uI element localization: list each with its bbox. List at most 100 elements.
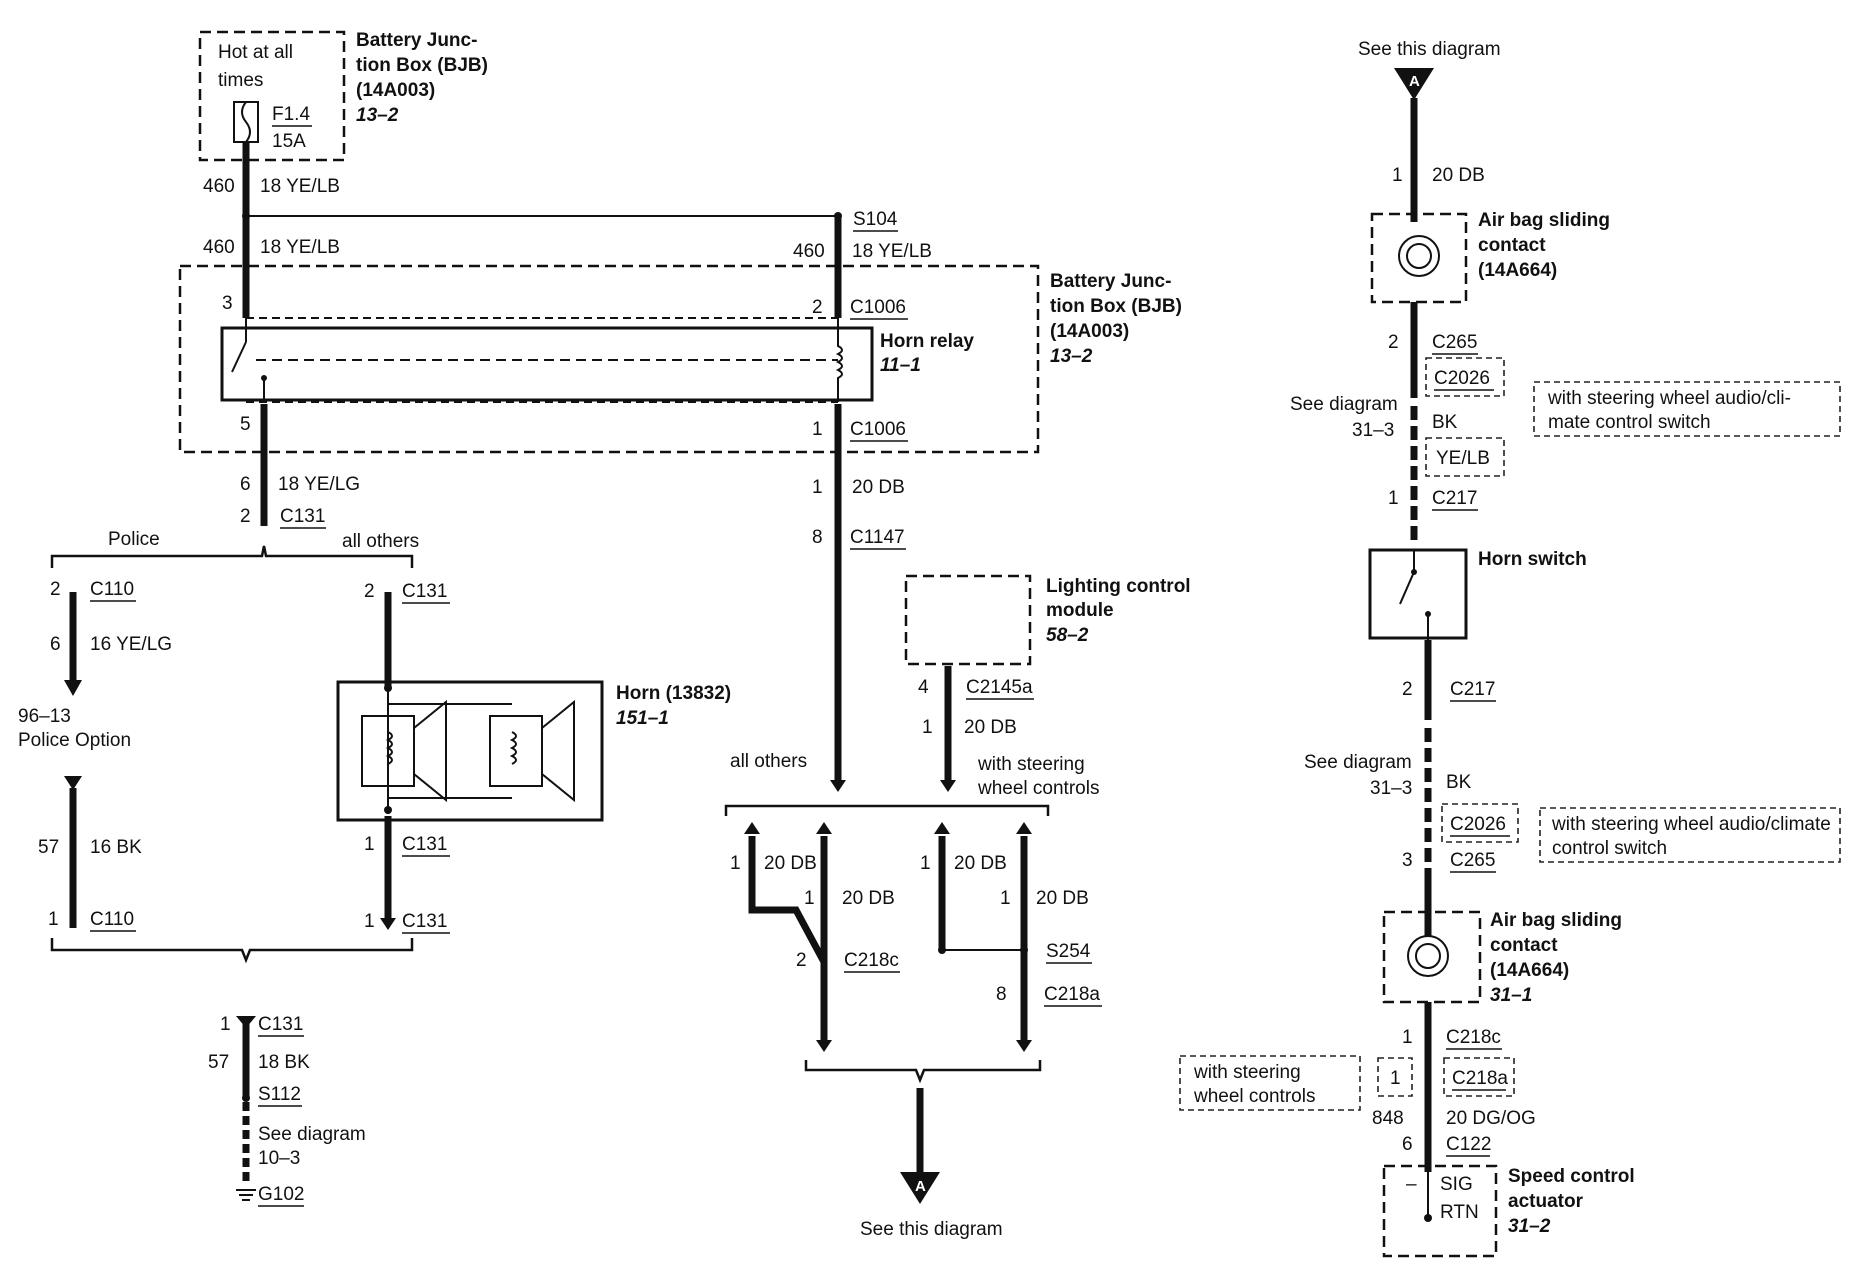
horn-ground: 1 C131 57 18 BK S112 See diagram 10–3 G1…: [208, 1014, 366, 1207]
rc-c122: C122: [1446, 1134, 1491, 1155]
rc-wire-dgog: 20 DG/OG: [1446, 1108, 1536, 1129]
note2-line2: control switch: [1552, 838, 1667, 859]
off-page-arrow-a-top-icon: [1394, 68, 1434, 100]
relay-control-conn: C1147: [850, 527, 905, 548]
horn-relay-box: [220, 326, 874, 402]
horn-output: 6 18 YE/LG 2 C131 Police all others: [50, 404, 419, 568]
horn-speaker-left-icon: [361, 699, 447, 803]
airbag2-title-1: Air bag sliding: [1490, 910, 1622, 931]
rc-pin2b: 2: [1402, 679, 1413, 700]
bjb-fuse-title-1: Battery Junc-: [356, 30, 477, 51]
relay-control-circuit: 1: [812, 477, 823, 498]
horn-conn-mid: C131: [402, 834, 447, 855]
rc-pin2: 2: [1388, 332, 1399, 353]
feed-wire-right-label: 18 YE/LB: [852, 241, 932, 262]
police-wire-gnd: 16 BK: [90, 837, 142, 858]
branch4-circuit: 1: [1000, 888, 1011, 909]
police-arrow-down-icon: [64, 680, 82, 696]
lower-merge-brace: [804, 1060, 1042, 1084]
lcm-pin: 4: [918, 677, 929, 698]
ground-circuit: 57: [208, 1052, 229, 1073]
horn-relay-name: Horn relay: [880, 331, 974, 352]
s112-splice-dot: [242, 1094, 250, 1102]
fuse-element-icon: [241, 101, 251, 143]
relay-control-others: all others: [730, 751, 807, 772]
speed-minus: –: [1406, 1174, 1417, 1195]
horn-pin-top: 2: [364, 581, 375, 602]
lcm-ref: 58–2: [1046, 625, 1089, 646]
speed-sig: SIG: [1440, 1174, 1473, 1195]
bjb-relay-block: 3 2 C1006 Horn relay 11–1 5 1 C1006 Batt…: [178, 264, 1182, 454]
speed-title-1: Speed control: [1508, 1166, 1635, 1187]
relay-switch-arm: [231, 341, 247, 373]
horn-switch-icon: [1399, 571, 1415, 605]
relay-pin1-conn: C1006: [850, 419, 906, 440]
bjb-fuse-block: Hot at all times F1.4 15A Battery Junc- …: [198, 30, 488, 162]
horn-speaker-right-icon: [489, 699, 575, 803]
bjb-fuse-part: (14A003): [356, 80, 435, 101]
ground-symbol-icon: [236, 1189, 256, 1201]
airbag1-title-2: contact: [1478, 235, 1546, 256]
police-conn-top: C110: [90, 579, 134, 600]
police-arrow-in-icon: [64, 776, 82, 790]
police-others-brace: [50, 545, 414, 568]
note3-line2: wheel controls: [1193, 1086, 1315, 1107]
branch2-circuit: 1: [804, 888, 815, 909]
rc-pin6: 6: [1402, 1134, 1413, 1155]
airbag-contact-1-icon: [1398, 235, 1440, 277]
feed-wire-top-label: 18 YE/LB: [260, 176, 340, 197]
off-page-arrow-a-icon: [900, 1172, 940, 1204]
ground-see-1: See diagram: [258, 1124, 366, 1145]
relay-pin2-conn: C1006: [850, 297, 906, 318]
bjb-fuse-title-2: tion Box (BJB): [356, 55, 488, 76]
police-pin-top: 2: [50, 579, 61, 600]
rc-c218a: C218a: [1452, 1068, 1508, 1089]
c218c-pin: 2: [796, 950, 807, 971]
rc-circuit-848: 848: [1372, 1108, 1404, 1129]
horn-output-wire-label: 18 YE/LG: [278, 474, 360, 495]
note2-box: [1539, 807, 1841, 863]
relay-pin1: 1: [812, 419, 823, 440]
airbag-contact-2-box: [1382, 910, 1482, 1004]
ground-pin: 1: [220, 1014, 231, 1035]
arrow-a-top-letter: A: [1409, 73, 1420, 90]
horn-box: [336, 680, 604, 822]
g102-label: G102: [258, 1184, 304, 1205]
bjb-fuse-box-outline: [198, 30, 346, 162]
rc-yelb: YE/LB: [1436, 448, 1490, 469]
horn-output-conn: C131: [280, 506, 325, 527]
horn-conn-bottom: C131: [402, 911, 447, 932]
police-label: Police: [108, 529, 160, 550]
rc-see-diagram2: See diagram: [1304, 752, 1412, 773]
police-pin-bottom: 1: [48, 909, 59, 930]
police-option-ref: 96–13: [18, 706, 71, 727]
rc-pin1: 1: [1388, 488, 1399, 509]
branch1-wire-label: 20 DB: [764, 853, 817, 874]
s254-label: S254: [1046, 941, 1091, 962]
note3-box: [1179, 1055, 1361, 1111]
feed-circuit-mid: 460: [203, 237, 235, 258]
lcm-circuit: 1: [922, 717, 933, 738]
branch3-wire-label: 20 DB: [954, 853, 1007, 874]
police-circuit-gnd: 57: [38, 837, 59, 858]
battery-feed: 460 18 YE/LB S104 460 18 YE/LB 460 18 YE…: [203, 142, 932, 318]
rc-c218c: C218c: [1446, 1027, 1501, 1048]
s112-label: S112: [258, 1084, 301, 1105]
rc-pin1b: 1: [1402, 1027, 1413, 1048]
police-branch: 2 C110 6 16 YE/LG 96–13 Police Option 57…: [18, 579, 172, 932]
rc-c217b: C217: [1450, 679, 1495, 700]
ground-wire-label: 18 BK: [258, 1052, 310, 1073]
horn-relay-ref: 11–1: [880, 355, 921, 376]
lcm-conn: C2145a: [966, 677, 1033, 698]
horn-switch-box: [1368, 548, 1468, 640]
see-this-diagram-bottom: See this diagram: [860, 1219, 1003, 1240]
speed-ref: 31–2: [1508, 1216, 1551, 1237]
c218a-label: C218a: [1044, 984, 1100, 1005]
rc-bk: BK: [1432, 412, 1458, 433]
airbag1-title-1: Air bag sliding: [1478, 210, 1610, 231]
airbag-contact-2-icon: [1407, 935, 1449, 977]
rc-see-diagram: See diagram: [1290, 394, 1398, 415]
rc-pin-box: 1: [1390, 1068, 1401, 1089]
fuse-id: F1.4: [272, 104, 310, 125]
s104-label: S104: [853, 209, 898, 230]
